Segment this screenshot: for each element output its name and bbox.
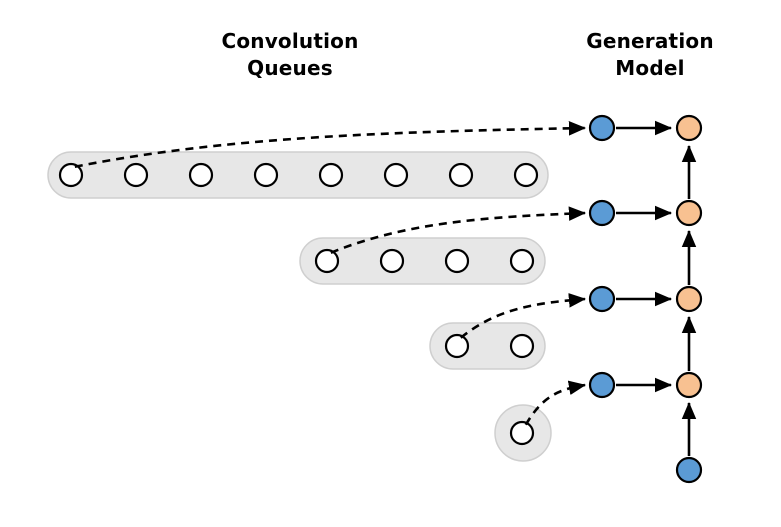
queue-capsule-1 xyxy=(47,151,549,199)
dashed-edges-group xyxy=(74,121,587,426)
queue-node-2-2[interactable] xyxy=(379,248,405,274)
orange-node-1[interactable] xyxy=(675,114,703,142)
queue-node-1-4[interactable] xyxy=(253,162,279,188)
orange-node-4[interactable] xyxy=(675,371,703,399)
dashed-edge-queue-3-to-blue-node-3 xyxy=(460,293,587,339)
queue-capsule-2 xyxy=(299,237,546,285)
generation-model-group xyxy=(588,114,703,484)
blue-node-3[interactable] xyxy=(588,285,616,313)
queue-node-1-5[interactable] xyxy=(318,162,344,188)
blue-node-1[interactable] xyxy=(588,114,616,142)
queue-node-2-1[interactable] xyxy=(314,248,340,274)
convolution-queues-group xyxy=(47,151,552,462)
queue-node-1-2[interactable] xyxy=(123,162,149,188)
page-title-convolution-queues: Convolution Queues xyxy=(221,29,359,80)
queue-node-2-3[interactable] xyxy=(444,248,470,274)
queue-node-1-3[interactable] xyxy=(188,162,214,188)
orange-node-2[interactable] xyxy=(675,199,703,227)
orange-node-3[interactable] xyxy=(675,285,703,313)
queue-node-1-7[interactable] xyxy=(448,162,474,188)
dashed-edge-queue-2-to-blue-node-2 xyxy=(330,206,587,254)
start-token-node[interactable] xyxy=(675,456,703,484)
blue-node-2[interactable] xyxy=(588,199,616,227)
queue-node-2-4[interactable] xyxy=(509,248,535,274)
page-title-generation-model: Generation Model xyxy=(586,29,714,80)
queue-node-1-8[interactable] xyxy=(513,162,539,188)
queue-node-1-1[interactable] xyxy=(58,162,84,188)
dashed-edge-queue-1-to-blue-node-1 xyxy=(74,121,587,169)
queue-node-4-1[interactable] xyxy=(509,420,535,446)
blue-node-4[interactable] xyxy=(588,371,616,399)
horizontal-edges-group xyxy=(616,120,673,393)
queue-node-3-2[interactable] xyxy=(509,333,535,359)
queue-node-1-6[interactable] xyxy=(383,162,409,188)
queue-node-3-1[interactable] xyxy=(444,333,470,359)
